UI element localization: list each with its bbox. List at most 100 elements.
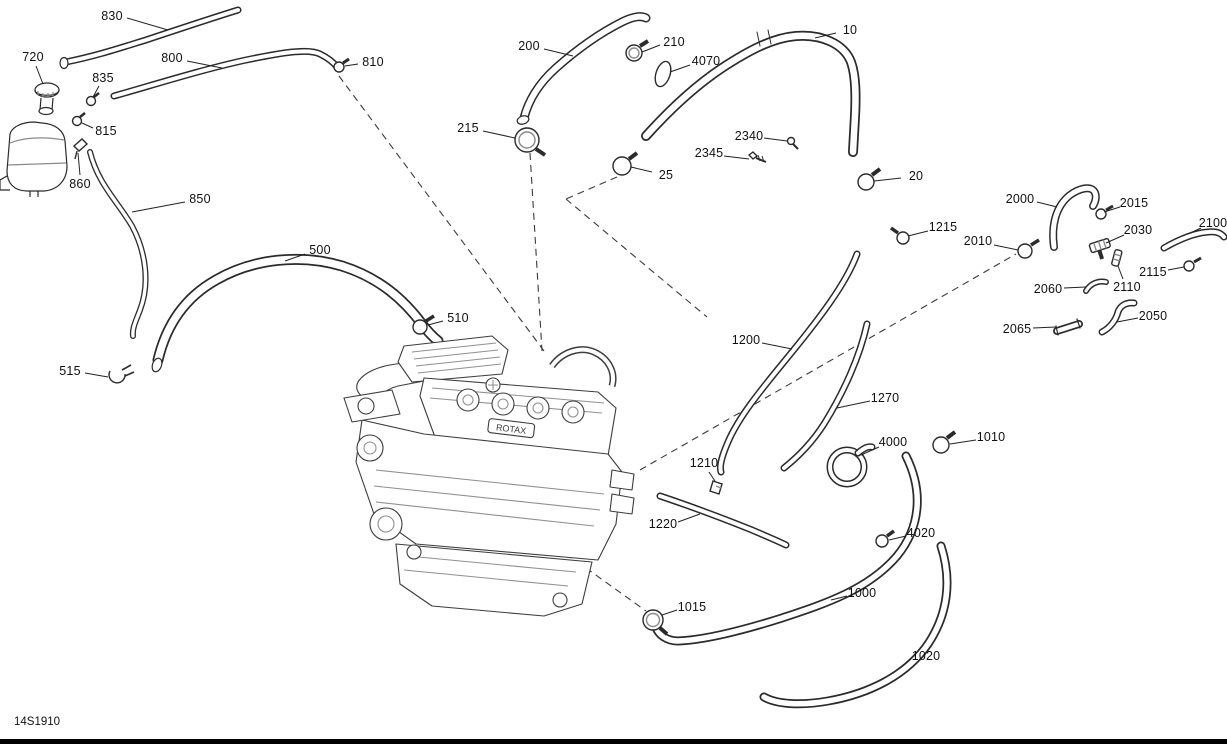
hose-2000 xyxy=(1049,184,1100,251)
coolant-tank xyxy=(0,82,68,197)
clamp-510 xyxy=(412,314,435,335)
leader-line-1220 xyxy=(677,513,701,523)
leader-line-4000 xyxy=(860,446,880,456)
leader-line-2000 xyxy=(1036,201,1058,208)
callout-830: 830 xyxy=(101,9,123,23)
callout-1270: 1270 xyxy=(870,391,900,405)
hose-1020 xyxy=(759,541,952,709)
callout-10: 10 xyxy=(842,23,858,37)
leader-line-720 xyxy=(35,65,44,85)
clamp-2010 xyxy=(1017,238,1040,259)
callout-720: 720 xyxy=(22,50,44,64)
callout-1000: 1000 xyxy=(847,586,877,600)
hose-850 xyxy=(87,149,149,339)
leader-line-510 xyxy=(427,320,444,326)
callout-215: 215 xyxy=(457,121,479,135)
clamp-20 xyxy=(857,167,882,191)
leader-line-810 xyxy=(344,63,359,67)
callout-1210: 1210 xyxy=(689,456,719,470)
leader-line-2100 xyxy=(1187,227,1202,235)
clamp-1010 xyxy=(932,430,957,454)
leader-line-10 xyxy=(814,32,837,39)
leader-line-1000 xyxy=(830,595,848,601)
leader-line-2030 xyxy=(1105,234,1125,244)
hose-1000 xyxy=(651,451,922,646)
tank-cap xyxy=(34,82,60,98)
leader-line-20 xyxy=(873,177,902,182)
engine-badge: ROTAX xyxy=(487,418,536,439)
callout-4000: 4000 xyxy=(878,435,908,449)
leader-line-830 xyxy=(126,17,169,31)
clamp-4020 xyxy=(875,529,896,548)
callout-1220: 1220 xyxy=(648,517,678,531)
callout-2010: 2010 xyxy=(963,234,993,248)
clamp-515 xyxy=(108,364,135,384)
leader-line-1020 xyxy=(899,658,912,669)
leader-line-2110 xyxy=(1117,265,1124,280)
callout-200: 200 xyxy=(518,39,540,53)
hoses xyxy=(59,6,1227,709)
leader-line-4070 xyxy=(669,64,691,73)
leader-line-500 xyxy=(284,253,306,262)
leader-line-815 xyxy=(81,122,94,129)
leader-line-200 xyxy=(543,48,574,57)
hose-2100 xyxy=(1160,228,1227,252)
callout-500: 500 xyxy=(309,243,331,257)
bolt-2345 xyxy=(747,151,767,163)
clamp-835 xyxy=(85,92,100,107)
callout-1215: 1215 xyxy=(928,220,958,234)
leader-line-1215 xyxy=(907,230,929,237)
callout-835: 835 xyxy=(92,71,114,85)
leader-line-2015 xyxy=(1103,206,1121,213)
leader-line-1210 xyxy=(708,471,716,482)
leader-line-1010 xyxy=(949,439,977,445)
hose-1270 xyxy=(780,320,871,472)
callout-510: 510 xyxy=(447,311,469,325)
callout-2065: 2065 xyxy=(1002,322,1032,336)
callout-4070: 4070 xyxy=(691,54,721,68)
leader-line-1270 xyxy=(836,400,871,409)
callout-2030: 2030 xyxy=(1123,223,1153,237)
leader-line-25 xyxy=(630,166,653,173)
hose-2050 xyxy=(1098,299,1138,336)
callout-2000: 2000 xyxy=(1005,192,1035,206)
clamp-2115 xyxy=(1183,256,1202,272)
callout-20: 20 xyxy=(908,169,924,183)
clamp-2015 xyxy=(1095,204,1114,220)
engine-logo: ROTAX xyxy=(495,422,526,436)
hose-800 xyxy=(110,47,341,100)
callout-1010: 1010 xyxy=(976,430,1006,444)
callout-810: 810 xyxy=(362,55,384,69)
leader-line-2010 xyxy=(993,244,1019,251)
leader-lines xyxy=(35,17,1202,669)
clamp-215 xyxy=(514,127,547,157)
callout-2050: 2050 xyxy=(1138,309,1168,323)
clamp-1215 xyxy=(889,226,910,245)
fitting-2110 xyxy=(1111,249,1123,267)
clamp-810 xyxy=(333,57,350,73)
leader-line-4020 xyxy=(888,535,907,541)
leader-line-2065 xyxy=(1032,326,1057,329)
leader-line-860 xyxy=(77,152,81,176)
callout-515: 515 xyxy=(59,364,81,378)
clamp-210 xyxy=(625,39,650,62)
callout-800: 800 xyxy=(161,51,183,65)
hose-4000-loop xyxy=(826,443,876,488)
sensor-860 xyxy=(72,138,89,160)
callout-2340: 2340 xyxy=(734,129,764,143)
ring-4070 xyxy=(654,60,672,88)
hose-830 xyxy=(59,6,242,70)
leader-line-515 xyxy=(84,372,109,378)
hose-500 xyxy=(151,253,444,373)
engine: ROTAX xyxy=(343,335,635,617)
fitting-2030 xyxy=(1088,237,1111,260)
leader-line-2060 xyxy=(1063,286,1087,289)
fitting-2065 xyxy=(1053,318,1083,336)
callout-815: 815 xyxy=(95,124,117,138)
leader-line-2050 xyxy=(1116,317,1139,323)
callout-860: 860 xyxy=(69,177,91,191)
hose-1200 xyxy=(716,250,861,476)
callout-2100: 2100 xyxy=(1198,216,1227,230)
diagram-code: 14S1910 xyxy=(14,716,61,728)
